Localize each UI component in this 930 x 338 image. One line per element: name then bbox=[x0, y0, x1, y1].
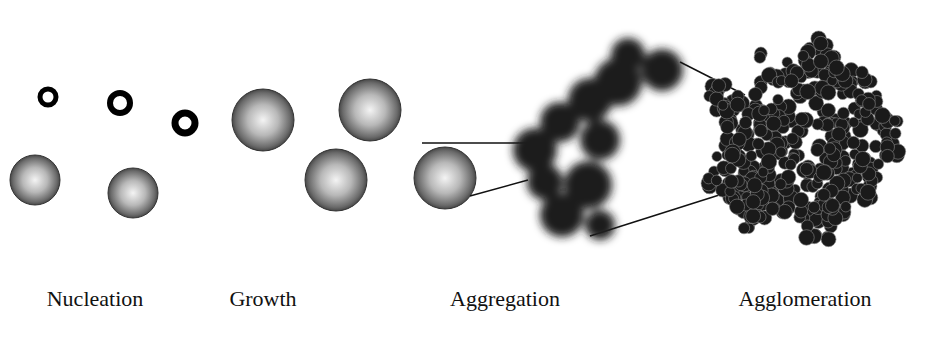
agglomerate-particle bbox=[776, 147, 787, 158]
agglomerate-particle bbox=[841, 201, 852, 212]
agglomerate-particle bbox=[821, 103, 835, 117]
agglomerate-particle bbox=[799, 230, 815, 246]
agglomerate-particle bbox=[712, 79, 726, 93]
agglomerate-particle bbox=[881, 149, 894, 162]
agglomerate-particle bbox=[821, 85, 836, 100]
agglomerate-particle bbox=[712, 151, 722, 161]
agglomerate-particle bbox=[856, 66, 868, 78]
agglomerate-particle bbox=[800, 163, 813, 176]
agglomerate-particle bbox=[795, 112, 808, 125]
agglomerate-particle bbox=[711, 175, 722, 186]
agglomerate-particle bbox=[746, 195, 761, 210]
agglomerate-particle bbox=[721, 120, 734, 133]
agglomerate-particle bbox=[724, 147, 740, 163]
agglomerate-particle bbox=[855, 151, 870, 166]
agglomerate-particle bbox=[725, 175, 739, 189]
agglomerate-particle bbox=[746, 150, 757, 161]
agglomerate-particle bbox=[860, 184, 876, 200]
agglomerate-particle bbox=[832, 127, 846, 141]
agglomerate-particle bbox=[821, 232, 836, 247]
zoom-lines bbox=[422, 62, 745, 236]
agglomerate-particle bbox=[785, 159, 796, 170]
agglomerate-particle bbox=[747, 178, 762, 193]
agglomerate-particle bbox=[811, 143, 824, 156]
grown-particles bbox=[10, 79, 476, 218]
agglomerate-particle bbox=[748, 87, 762, 101]
agglomerate-particle bbox=[787, 133, 799, 145]
agglomerate-particle bbox=[754, 124, 767, 137]
agglomerate-particle bbox=[800, 84, 816, 100]
agglomerate-particle bbox=[837, 107, 849, 119]
agglomerate-particle bbox=[849, 117, 859, 127]
agglomerate-particle bbox=[813, 36, 828, 51]
agglomerate-particle bbox=[746, 209, 761, 224]
stage-label: Nucleation bbox=[47, 286, 144, 312]
agglomerate-particle bbox=[889, 115, 900, 126]
agglomerate-particle bbox=[777, 204, 792, 219]
agglomerate-particle bbox=[817, 189, 830, 202]
agglomerate-particle bbox=[759, 105, 770, 116]
agglomerate-particle bbox=[826, 198, 840, 212]
agglomerate-particle bbox=[798, 50, 809, 61]
stage-label: Agglomeration bbox=[738, 286, 871, 312]
agglomerate-particle bbox=[890, 128, 901, 139]
agglomerate-particle bbox=[875, 108, 891, 124]
agglomerate-particle bbox=[852, 173, 862, 183]
agglomerate-particle bbox=[729, 199, 744, 214]
stage-label: Growth bbox=[229, 286, 296, 312]
agglomerate-particle bbox=[829, 60, 844, 75]
agglomerate-particle bbox=[754, 52, 766, 64]
stage-label: Aggregation bbox=[450, 286, 560, 312]
agglomerate-particle bbox=[758, 167, 768, 177]
agglomerate-particle bbox=[847, 136, 860, 149]
aggregate-cluster bbox=[513, 38, 683, 240]
agglomerate-particle bbox=[813, 54, 828, 69]
agglomerate-particle bbox=[718, 100, 728, 110]
agglomerate-particle bbox=[816, 165, 832, 181]
agglomerate-particle bbox=[766, 202, 779, 215]
agglomerate-particle bbox=[775, 179, 786, 190]
agglomerate-particle bbox=[738, 223, 749, 234]
agglomerate-particle bbox=[773, 94, 783, 104]
agglomerate-particle bbox=[793, 192, 808, 207]
agglomerate-particle bbox=[808, 201, 820, 213]
nucleus-rings bbox=[40, 89, 195, 133]
agglomerate-particle bbox=[730, 97, 745, 112]
agglomerate-particle bbox=[863, 98, 876, 111]
agglomerate-particle bbox=[766, 116, 781, 131]
agglomerate-particle bbox=[739, 116, 752, 129]
agglomerate-particle bbox=[784, 74, 798, 88]
agglomerate-cluster bbox=[701, 31, 906, 247]
agglomerate-particle bbox=[753, 138, 765, 150]
agglomerate-particle bbox=[824, 143, 836, 155]
